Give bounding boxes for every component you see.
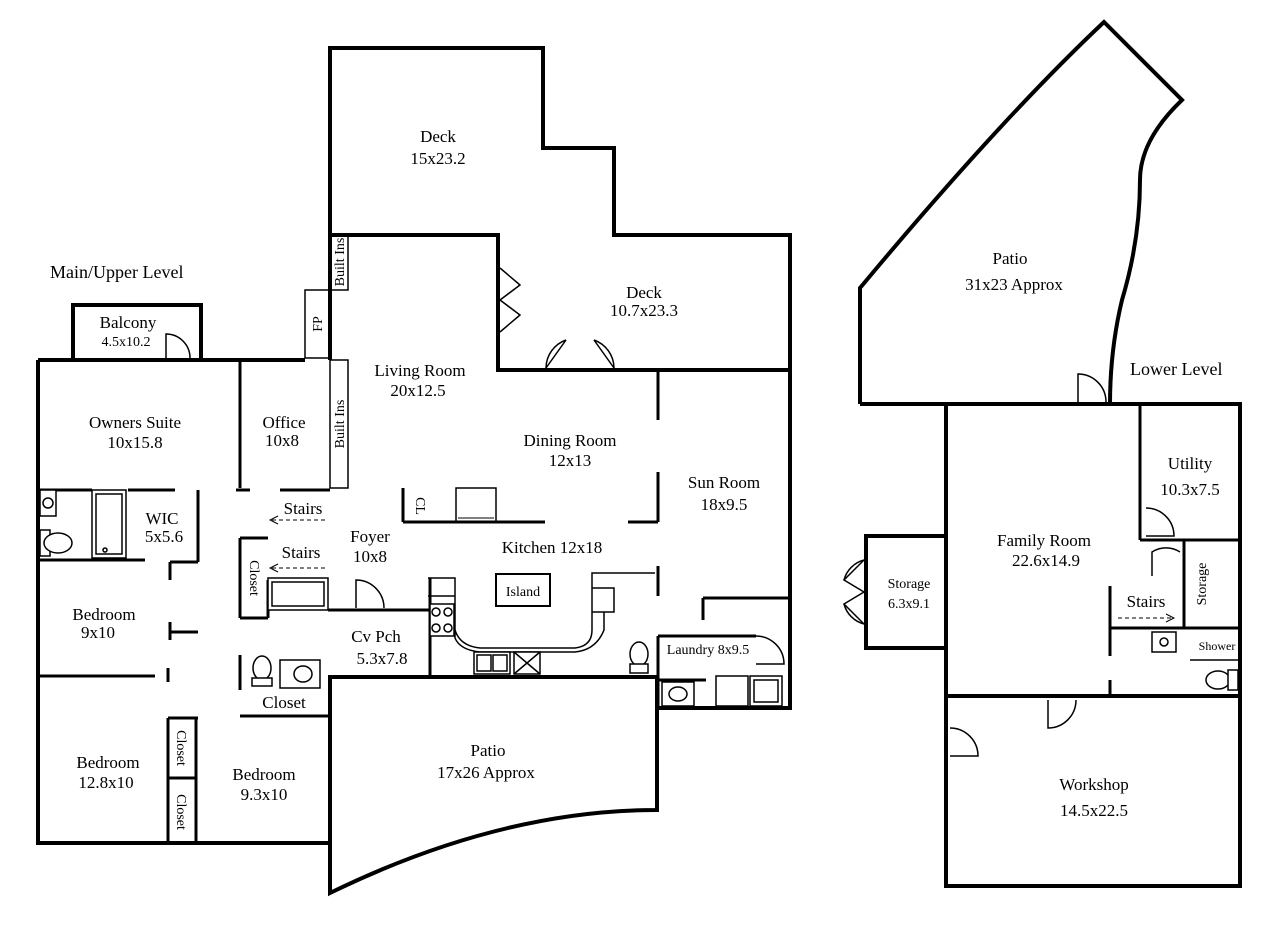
pantry-cabinet — [455, 487, 497, 523]
bedroom3-size: 9.3x10 — [241, 785, 288, 804]
island-label: Island — [506, 585, 540, 600]
owners-suite-size: 10x15.8 — [107, 433, 162, 452]
dining-room-name: Dining Room — [523, 431, 616, 450]
shower-name: Shower — [1199, 639, 1236, 653]
patio-main-size: 17x26 Approx — [437, 763, 535, 782]
storage-left-name: Storage — [888, 577, 931, 592]
deck-top-size: 15x23.2 — [410, 149, 465, 168]
closet-label-hall: Closet — [246, 560, 261, 596]
built-ins-upper — [329, 234, 349, 291]
main-level-label: Main/Upper Level — [50, 262, 183, 282]
kitchen-sink-icon — [473, 651, 511, 675]
interior-walls — [38, 362, 790, 843]
cv-pch-size: 5.3x7.8 — [357, 649, 408, 668]
patio-lower-outline — [858, 19, 1185, 405]
cl-label: CL — [412, 497, 427, 515]
sun-room-name: Sun Room — [688, 473, 760, 492]
deck-right-name: Deck — [626, 283, 662, 302]
workshop-size: 14.5x22.5 — [1060, 801, 1128, 820]
built-ins-upper-label: Built Ins — [333, 238, 348, 287]
main-level: Main/Upper Level Deck 15x23.2 Deck 10.7x… — [36, 46, 792, 897]
foyer-name: Foyer — [350, 527, 390, 546]
lower-stairs-arrow — [1118, 613, 1176, 623]
stairs-label-1: Stairs — [284, 499, 323, 518]
utility-name: Utility — [1168, 454, 1213, 473]
lower-interior-walls — [1108, 404, 1240, 696]
office-size: 10x8 — [265, 431, 299, 450]
storage-left-size: 6.3x9.1 — [888, 597, 930, 612]
family-room-size: 22.6x14.9 — [1012, 551, 1080, 570]
door-swings — [165, 267, 785, 665]
island — [495, 573, 551, 607]
living-room-name: Living Room — [374, 361, 465, 380]
lower-door-swings — [842, 373, 1181, 757]
deck-right-size: 10.7x23.3 — [610, 301, 678, 320]
patio-lower-name: Patio — [993, 249, 1028, 268]
family-room-name: Family Room — [997, 531, 1091, 550]
kitchen-counter — [428, 572, 655, 649]
lower-level-label: Lower Level — [1130, 359, 1222, 379]
range-icon — [429, 603, 455, 637]
patio-main-outline — [328, 677, 659, 897]
balcony-name: Balcony — [100, 313, 157, 332]
patio-main-name: Patio — [471, 741, 506, 760]
workshop-outline — [944, 696, 1242, 888]
lower-stairs-label: Stairs — [1127, 592, 1166, 611]
stairs-arrows — [268, 515, 328, 573]
fp-label: FP — [311, 316, 326, 332]
owners-suite-name: Owners Suite — [89, 413, 181, 432]
utility-size: 10.3x7.5 — [1160, 480, 1220, 499]
bedroom3-name: Bedroom — [232, 765, 295, 784]
owners-bath-fixtures — [39, 489, 127, 559]
sun-room-size: 18x9.5 — [701, 495, 748, 514]
kitchen-name: Kitchen 12x18 — [502, 538, 603, 557]
built-ins-lower — [329, 359, 349, 489]
storage-right-name: Storage — [1195, 563, 1210, 606]
foyer-size: 10x8 — [353, 547, 387, 566]
balcony-size: 4.5x10.2 — [102, 335, 151, 350]
dining-room-size: 12x13 — [549, 451, 592, 470]
bedroom1-name: Bedroom — [72, 605, 135, 624]
bedroom1-size: 9x10 — [81, 623, 115, 642]
laundry-name: Laundry 8x9.5 — [667, 643, 749, 658]
closet-label-bed2: Closet — [173, 730, 188, 766]
living-room-size: 20x12.5 — [390, 381, 445, 400]
wic-name: WIC — [145, 509, 178, 528]
dishwasher-icon — [513, 651, 541, 675]
stairs-label-2: Stairs — [282, 543, 321, 562]
hall-closet-label: Closet — [262, 693, 306, 712]
hall-bath-fixtures — [251, 577, 329, 689]
wic-size: 5x5.6 — [145, 527, 183, 546]
fireplace — [304, 289, 331, 359]
storage-left-outline — [864, 534, 948, 650]
workshop-name: Workshop — [1059, 775, 1128, 794]
deck-top-outline — [328, 46, 792, 372]
patio-lower-size: 31x23 Approx — [965, 275, 1063, 294]
lower-level: Lower Level Patio 31x23 Approx Utility 1… — [842, 19, 1242, 888]
cv-pch-name: Cv Pch — [351, 627, 401, 646]
office-name: Office — [262, 413, 305, 432]
deck-top-name: Deck — [420, 127, 456, 146]
laundry-fixtures — [629, 641, 783, 707]
bedroom2-name: Bedroom — [76, 753, 139, 772]
closet-label-bed3: Closet — [173, 794, 188, 830]
bedroom2-size: 12.8x10 — [78, 773, 133, 792]
balcony-outline — [71, 303, 203, 360]
lower-bath-fixtures — [1151, 631, 1239, 691]
built-ins-lower-label: Built Ins — [333, 400, 348, 449]
